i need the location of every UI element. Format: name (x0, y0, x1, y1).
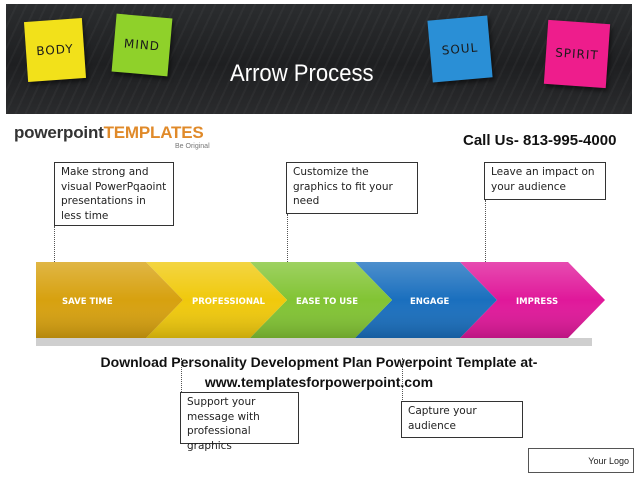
step-label-ease-to-use: EASE TO USE (296, 297, 359, 307)
call-us-text: Call Us- 813-995-4000 (463, 132, 617, 149)
download-line-1: Download Personality Development Plan Po… (100, 354, 538, 370)
callout-text: Leave an impact on your audience (491, 166, 595, 193)
note-label-soul: SOUL (441, 40, 479, 58)
sticky-note-spirit: SPIRIT (543, 19, 611, 89)
connector-line (181, 358, 182, 392)
callout-text: Customize the graphics to fit your need (293, 166, 393, 207)
callout-ease-to-use: Customize the graphics to fit your need (286, 162, 418, 214)
connector-line (402, 358, 403, 402)
logo-text-2: TEMPLATES (103, 123, 204, 142)
connector-line (54, 226, 55, 262)
step-label-professional: PROFESSIONAL (192, 297, 265, 307)
connector-line (287, 214, 288, 262)
note-label-spirit: SPIRIT (554, 45, 600, 63)
callout-text: Support your message with professional g… (187, 396, 260, 452)
your-logo-text: Your Logo (588, 456, 629, 466)
callout-impress: Leave an impact on your audience (484, 162, 606, 200)
step-label-save-time: SAVE TIME (62, 297, 113, 307)
sticky-note-body: BODY (23, 18, 87, 82)
sticky-note-mind: MIND (111, 13, 173, 77)
note-label-body: BODY (35, 41, 75, 59)
arrow-process-diagram (36, 262, 605, 346)
logo-tagline: Be Original (175, 143, 210, 150)
connector-line (485, 200, 486, 262)
step-label-impress: IMPRESS (516, 297, 559, 307)
download-url[interactable]: www.templatesforpowerpoint.com (204, 374, 434, 390)
brand-logo: powerpointTEMPLATES (14, 123, 204, 143)
callout-save-time: Make strong and visual PowerPqaoint pres… (54, 162, 174, 226)
callout-text: Make strong and visual PowerPqaoint pres… (61, 166, 167, 222)
arrow-shading (36, 262, 605, 338)
header-banner: BODY MIND SOUL SPIRIT Arrow Process (6, 4, 632, 114)
page-title: Arrow Process (230, 60, 374, 87)
step-label-engage: ENGAGE (410, 297, 450, 307)
callout-engage: Capture your audience (401, 401, 523, 438)
arrow-shadow (36, 338, 592, 346)
logo-text-1: powerpoint (14, 123, 104, 142)
your-logo-placeholder: Your Logo (528, 448, 634, 473)
note-label-mind: MIND (123, 36, 161, 54)
sticky-note-soul: SOUL (427, 15, 493, 83)
callout-professional: Support your message with professional g… (180, 392, 299, 452)
callout-text: Capture your audience (408, 405, 477, 432)
